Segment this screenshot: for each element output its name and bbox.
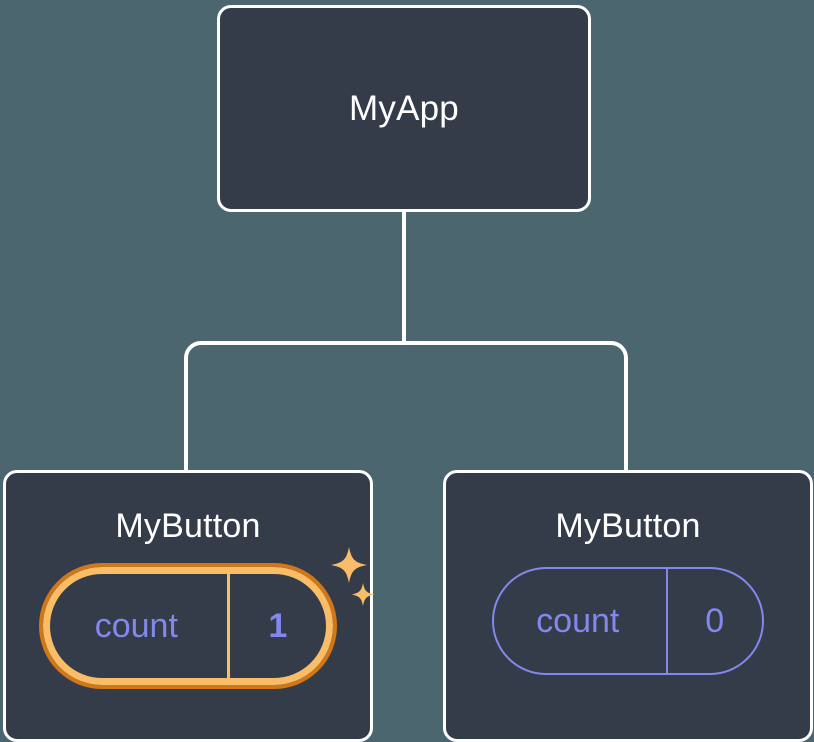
state-pill-left-wrap: count 1 <box>39 547 375 689</box>
state-pill-left-key: count <box>50 574 227 678</box>
state-pill-right-wrap: count 0 <box>492 567 764 675</box>
node-mybutton-right[interactable]: MyButton count 0 <box>443 470 813 742</box>
state-key-label: count <box>94 607 178 645</box>
state-pill-left-value: 1 <box>226 574 326 678</box>
state-key-label: count <box>536 602 620 640</box>
node-myapp[interactable]: MyApp <box>217 5 591 212</box>
state-pill-left[interactable]: count 1 <box>39 563 337 689</box>
state-pill-right[interactable]: count 0 <box>492 567 764 675</box>
sparkles-icon <box>331 547 375 606</box>
state-value-label: 0 <box>705 602 725 640</box>
state-pill-right-key: count <box>494 569 666 673</box>
node-mybutton-left-label: MyButton <box>115 507 261 545</box>
node-mybutton-left[interactable]: MyButton count 1 <box>3 470 375 742</box>
state-value-label: 1 <box>268 607 288 645</box>
node-mybutton-right-label: MyButton <box>555 507 701 545</box>
node-myapp-label: MyApp <box>349 89 459 128</box>
state-pill-right-value: 0 <box>665 569 762 673</box>
